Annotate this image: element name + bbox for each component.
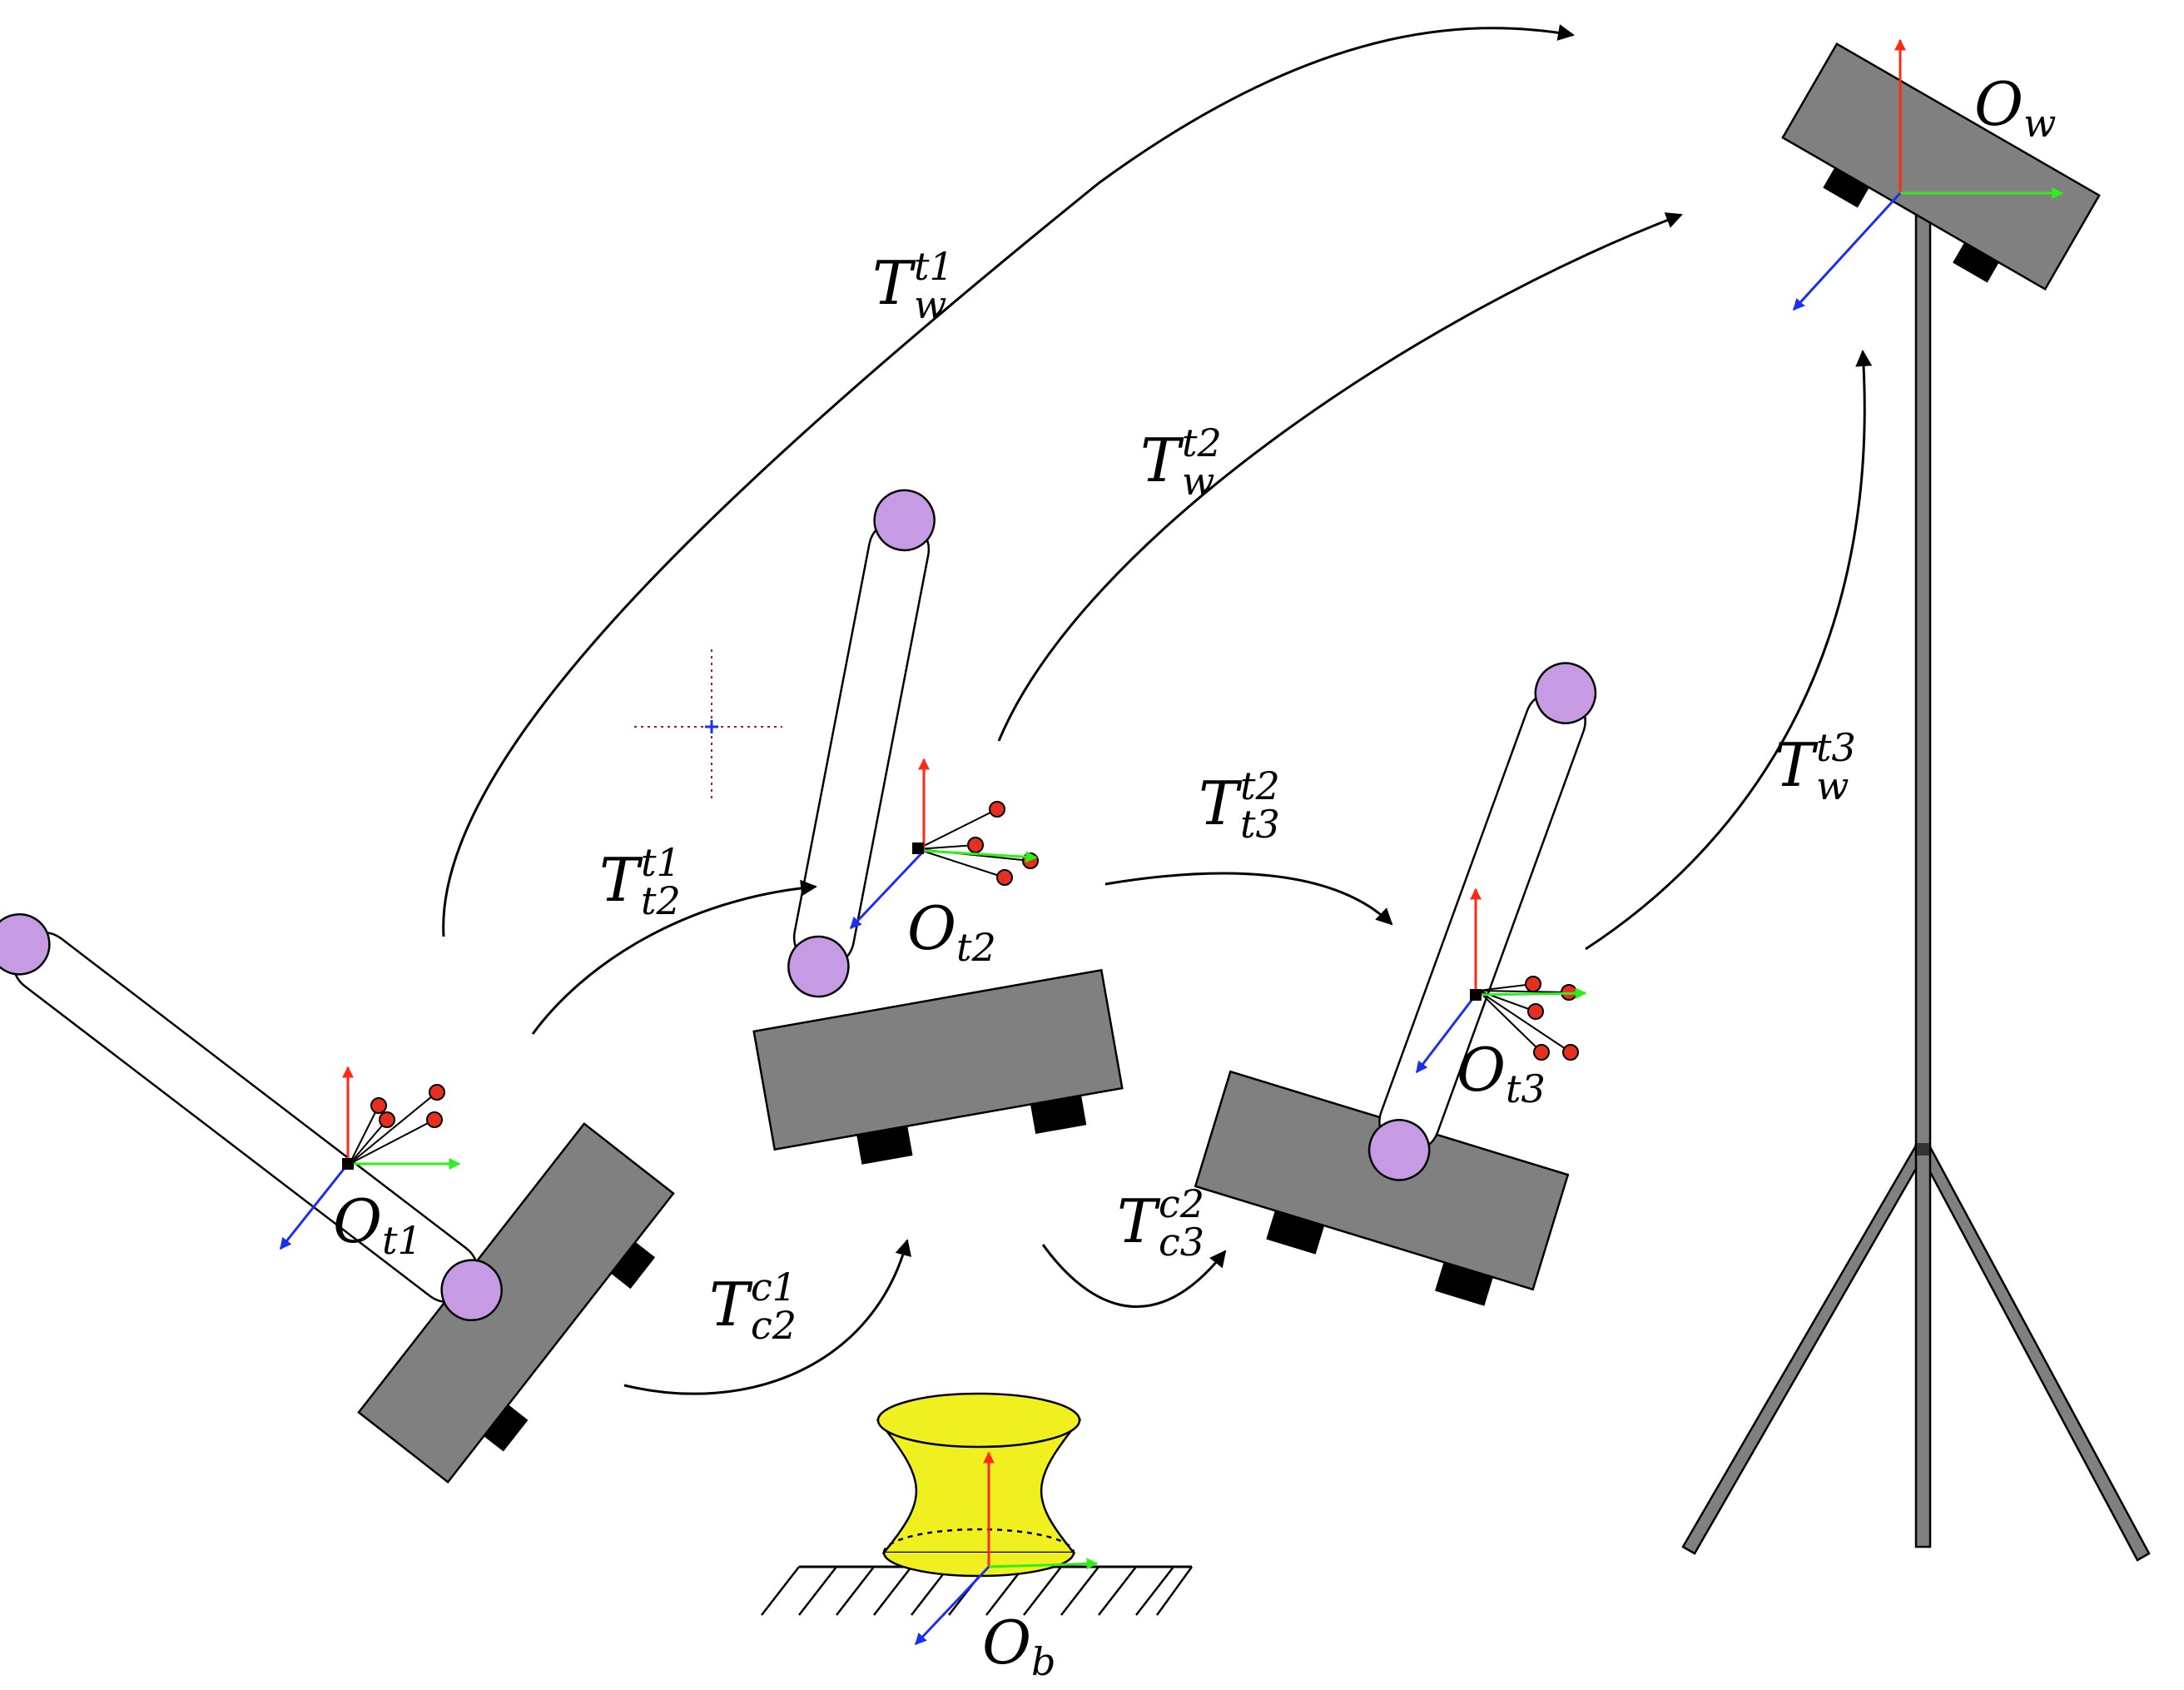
svg-text:t1: t1 — [914, 244, 954, 289]
svg-text:w: w — [1182, 459, 1214, 504]
marker-cluster-t1 — [349, 1084, 445, 1165]
arrow-tc3-c2 — [1041, 1244, 1227, 1308]
svg-text:T: T — [599, 845, 643, 915]
label-ot1: Ot1 — [333, 1186, 422, 1263]
svg-text:T: T — [1140, 425, 1184, 495]
svg-text:c2: c2 — [1159, 1181, 1204, 1226]
cursor-crosshair — [634, 649, 782, 799]
arrow-tw-t1 — [442, 24, 1575, 937]
svg-text:T: T — [1117, 1186, 1161, 1256]
base-object-icon — [876, 1392, 1082, 1578]
svg-text:t2: t2 — [1240, 763, 1280, 808]
tool-body-t3 — [1194, 1070, 1570, 1306]
frame-axes-ob — [914, 1451, 1099, 1646]
svg-text:w: w — [914, 282, 946, 327]
svg-text:t3: t3 — [1816, 725, 1856, 770]
label-ot2: Ot2 — [907, 893, 996, 970]
arrow-tw-t2 — [997, 212, 1683, 742]
label-tw-t2: T t2 w — [1140, 420, 1222, 504]
label-tt2-t1: T t1 t2 — [599, 840, 681, 923]
frame-axes-ot2 — [849, 758, 1038, 930]
svg-text:t2: t2 — [1182, 420, 1222, 465]
svg-text:t2: t2 — [641, 878, 681, 923]
link-bar-t2 — [787, 489, 936, 998]
label-ot3: Ot3 — [1457, 1035, 1546, 1111]
marker-cluster-t3 — [1477, 976, 1579, 1061]
svg-text:T: T — [1199, 768, 1243, 838]
marker-cluster-t2 — [916, 801, 1039, 886]
frame-axes-ot3 — [1415, 887, 1587, 1074]
label-tt3-t2: T t2 t3 — [1199, 763, 1280, 847]
label-ob: Ob — [982, 1608, 1055, 1684]
svg-text:T: T — [709, 1270, 753, 1340]
label-tw-t3: T t3 w — [1774, 725, 1856, 808]
label-ow: Ow — [1974, 69, 2056, 146]
tripod-icon — [1681, 163, 2151, 1562]
frame-axes-ot1 — [279, 1066, 461, 1250]
svg-text:w: w — [1816, 763, 1849, 808]
svg-text:t3: t3 — [1240, 802, 1280, 847]
arrow-tt3-t2 — [1104, 872, 1393, 926]
link-bar-t1 — [0, 913, 503, 1321]
svg-text:c3: c3 — [1159, 1220, 1204, 1265]
arrow-tt2-t1 — [531, 879, 817, 1035]
label-tc2-c1: T c1 c2 — [709, 1265, 797, 1348]
label-tw-t1: T t1 w — [872, 244, 954, 327]
label-tc3-c2: T c2 c3 — [1117, 1181, 1204, 1265]
svg-text:t1: t1 — [641, 840, 681, 885]
link-bar-t3 — [1367, 662, 1597, 1181]
arrow-tw-t3 — [1585, 350, 1873, 951]
tool-body-t2 — [752, 968, 1124, 1165]
arrow-tc2-c1 — [623, 1239, 912, 1395]
svg-text:c2: c2 — [751, 1303, 797, 1348]
camera-icon — [1781, 42, 2101, 291]
svg-text:c1: c1 — [751, 1265, 797, 1310]
tool-body-t1 — [357, 1122, 675, 1484]
svg-text:T: T — [872, 248, 916, 318]
frame-axes-ow — [1792, 38, 2064, 311]
svg-text:T: T — [1774, 730, 1819, 800]
